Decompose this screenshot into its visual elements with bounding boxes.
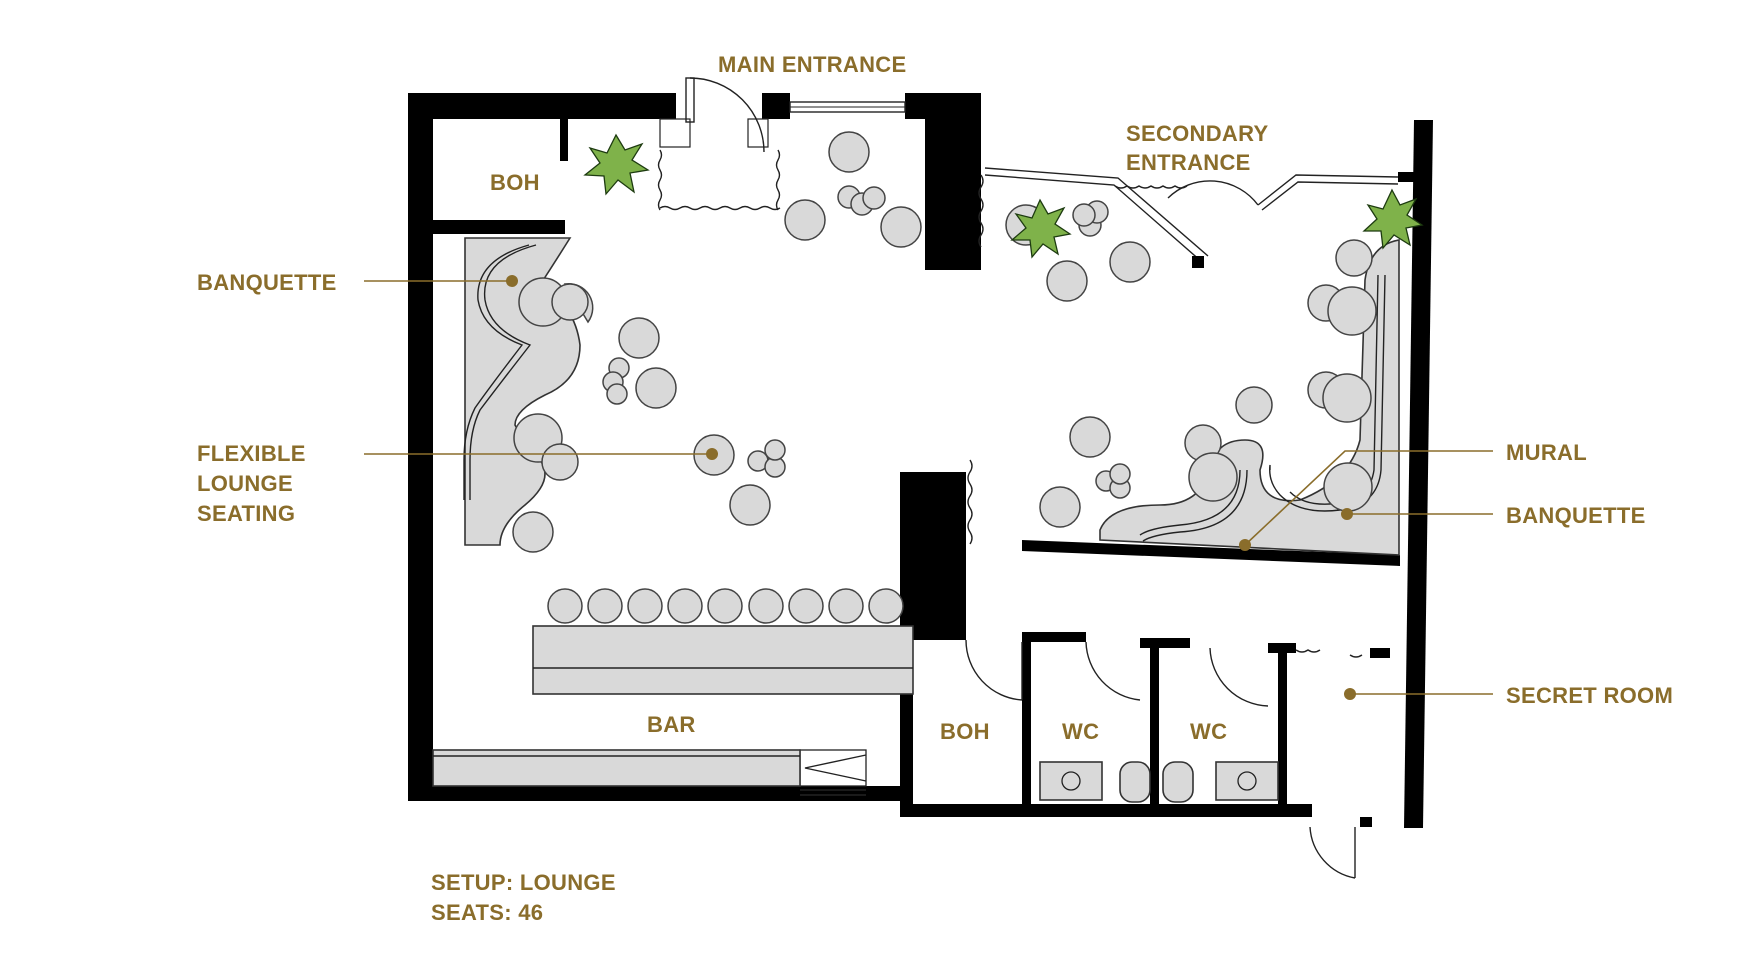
doors-windows bbox=[657, 77, 1399, 879]
bar-label: BAR bbox=[647, 712, 696, 737]
banquette-left-label: BANQUETTE bbox=[197, 270, 337, 295]
mural-label: MURAL bbox=[1506, 440, 1587, 465]
secret-room-label: SECRET ROOM bbox=[1506, 683, 1673, 708]
wc-1-label: WC bbox=[1062, 719, 1099, 744]
flexible-lounge-label-line1: FLEXIBLE bbox=[197, 441, 306, 466]
bar-stools bbox=[547, 588, 904, 624]
banquette-right-furniture bbox=[1099, 239, 1400, 556]
lounge-seats-right bbox=[1039, 239, 1377, 528]
secondary-entrance-label-line1: SECONDARY bbox=[1126, 121, 1268, 146]
banquette-right-label: BANQUETTE bbox=[1506, 503, 1646, 528]
bar-counter bbox=[432, 625, 914, 787]
main-entrance-label: MAIN ENTRANCE bbox=[718, 52, 906, 77]
label-leaders bbox=[364, 275, 1493, 700]
boh-top-label: BOH bbox=[490, 170, 540, 195]
wc-2-label: WC bbox=[1190, 719, 1227, 744]
plant-icon bbox=[583, 133, 1424, 259]
flexible-lounge-label-line2: LOUNGE bbox=[197, 471, 293, 496]
setup-label: SETUP: LOUNGE bbox=[431, 870, 616, 895]
wc-fixtures bbox=[1039, 761, 1279, 803]
seats-label: SEATS: 46 bbox=[431, 900, 543, 925]
secondary-entrance-label-line2: ENTRANCE bbox=[1126, 150, 1251, 175]
banquette-left-furniture bbox=[463, 237, 581, 546]
flexible-lounge-label-line3: SEATING bbox=[197, 501, 295, 526]
boh-bottom-label: BOH bbox=[940, 719, 990, 744]
